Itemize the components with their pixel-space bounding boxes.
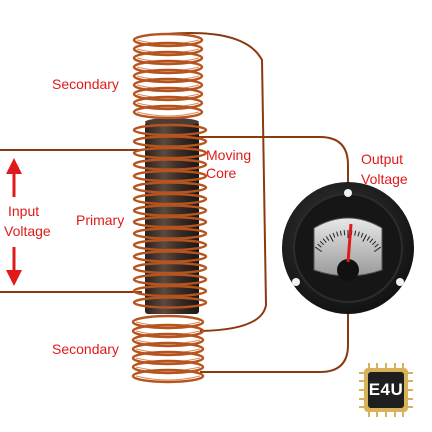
coil-turn <box>132 296 208 309</box>
secondary-coil-bottom <box>131 314 205 384</box>
coil-turn <box>132 41 204 57</box>
meter-needle-icon <box>346 223 353 263</box>
input-wires <box>0 149 142 293</box>
coil-turn <box>132 261 208 275</box>
coil-turn <box>132 238 208 252</box>
input-voltage-label-line1: Input <box>8 203 40 219</box>
coil-turn <box>131 332 205 348</box>
coil-turn <box>132 192 208 206</box>
brand-logo: E4U <box>359 363 413 417</box>
coil-turn <box>132 169 208 183</box>
meter-tick <box>354 230 357 236</box>
coil-turn <box>132 284 208 298</box>
chip-icon <box>359 363 413 417</box>
coil-turn <box>132 32 204 48</box>
output-voltage-label-line1: Output <box>361 151 404 167</box>
input-voltage-label-line2: Voltage <box>4 223 51 239</box>
coil-turn <box>132 123 208 137</box>
meter-tick <box>325 236 330 241</box>
coil-turn <box>131 359 205 375</box>
coil-turn <box>132 250 208 263</box>
secondary-top-label: Secondary <box>52 76 119 92</box>
meter-tick <box>319 240 325 246</box>
coil-turn <box>132 181 208 194</box>
meter-tick <box>373 246 382 253</box>
coil-turn <box>132 59 204 75</box>
meter-tick <box>374 243 379 248</box>
meter-tick <box>360 232 364 238</box>
moving-core-label-line1: Moving <box>206 147 252 163</box>
meter-tick <box>317 243 322 248</box>
coil-turn <box>132 215 208 229</box>
coil-turn <box>132 68 204 84</box>
logo-text: E4U <box>368 380 404 399</box>
meter-tick <box>329 234 334 242</box>
coil-turn <box>131 341 205 357</box>
output-wires <box>167 32 349 373</box>
coil-turn <box>132 77 204 93</box>
coil-turn <box>132 50 204 66</box>
meter-tick <box>362 234 367 242</box>
meter-tick <box>332 232 336 238</box>
meter-tick <box>371 240 377 246</box>
meter-tick <box>314 246 323 253</box>
coil-turn <box>132 204 208 217</box>
voltmeter-icon <box>282 182 414 314</box>
coil-highlight <box>135 375 201 381</box>
down-arrow-icon <box>6 247 22 286</box>
output-voltage-label-line2: Voltage <box>361 171 408 187</box>
meter-tick <box>339 230 342 236</box>
meter-tick <box>369 238 374 243</box>
secondary-bottom-label: Secondary <box>52 341 119 357</box>
coil-turn <box>132 158 208 171</box>
moving-core-top <box>145 118 199 126</box>
coil-highlight <box>136 111 200 117</box>
coil-turn <box>132 95 204 111</box>
coil-turn <box>132 227 208 240</box>
primary-label: Primary <box>76 212 125 228</box>
meter-tick <box>357 231 360 237</box>
coil-turn <box>132 104 204 120</box>
up-arrow-icon <box>6 158 22 197</box>
coil-turn <box>132 146 208 160</box>
meter-tick <box>336 231 339 237</box>
primary-coil <box>132 123 208 309</box>
coil-turn <box>132 86 204 102</box>
secondary-coil-top <box>132 32 204 120</box>
coil-turn <box>132 273 208 286</box>
meter-tick <box>366 236 371 241</box>
meter-tick <box>322 238 327 243</box>
coil-turn <box>131 350 205 366</box>
coil-turn <box>131 368 205 384</box>
coil-turn <box>131 323 205 339</box>
coil-turn <box>132 135 208 148</box>
moving-core-label-line2: Core <box>206 165 237 181</box>
coil-turn <box>131 314 205 330</box>
